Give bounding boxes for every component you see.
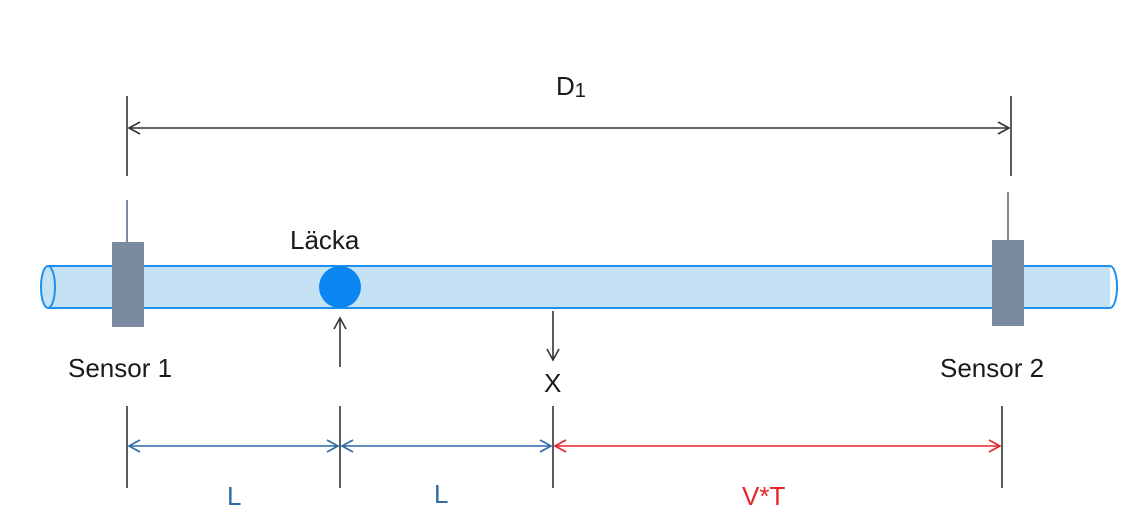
top-dimension: D1 [126,71,1012,176]
sensor-left-label: Sensor 1 [68,353,172,383]
segment-1-label: L [227,481,241,511]
pipe-end-right [1109,265,1118,309]
segment-3-label: V*T [742,481,785,511]
leak-label: Läcka [290,225,360,255]
point-x-label: X [544,368,561,398]
sensor-right-label: Sensor 2 [940,353,1044,383]
sensor-left [112,200,144,327]
sensor-right [992,192,1024,326]
distance-top-subscript: 1 [575,80,586,102]
sensor-left-body [112,242,144,327]
pipe [40,265,1118,309]
leak-marker [319,266,361,308]
sensor-right-body [992,240,1024,326]
pipe-body [48,266,1110,308]
distance-top-label: D1 [556,71,586,102]
segment-2-label: L [434,479,448,509]
pipe-end-left [40,265,56,309]
